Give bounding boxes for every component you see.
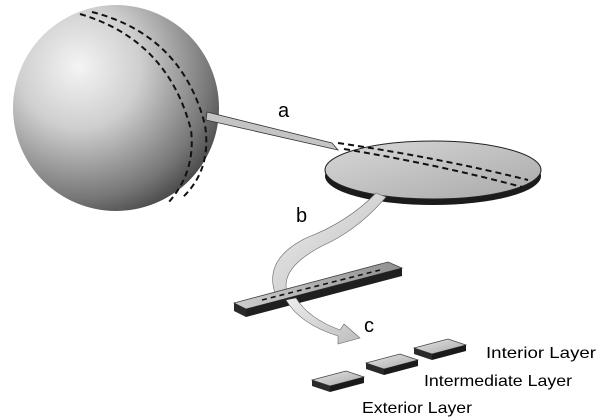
- sphere-dashed-band-outer: [91, 11, 208, 199]
- label-exterior-layer: Exterior Layer: [362, 400, 473, 417]
- connector-a: [205, 111, 340, 151]
- strip-dashed-line: [261, 269, 381, 301]
- disc-dashed-line-1: [337, 142, 529, 181]
- label-a: a: [278, 100, 290, 122]
- label-b: b: [296, 205, 307, 227]
- tile-interior: [412, 338, 468, 360]
- tile-exterior: [310, 370, 366, 392]
- label-interior-layer: Interior Layer: [486, 345, 597, 362]
- disc: [324, 140, 542, 205]
- label-c: c: [364, 315, 374, 337]
- tile-intermediate: [364, 353, 420, 375]
- sphere: [13, 5, 219, 211]
- label-intermediate-layer: Intermediate Layer: [424, 373, 573, 390]
- disc-dashed-line-2: [343, 148, 523, 188]
- arrow-c: [285, 297, 361, 345]
- strip: [232, 261, 404, 317]
- sphere-dashed-band-inner: [79, 13, 193, 204]
